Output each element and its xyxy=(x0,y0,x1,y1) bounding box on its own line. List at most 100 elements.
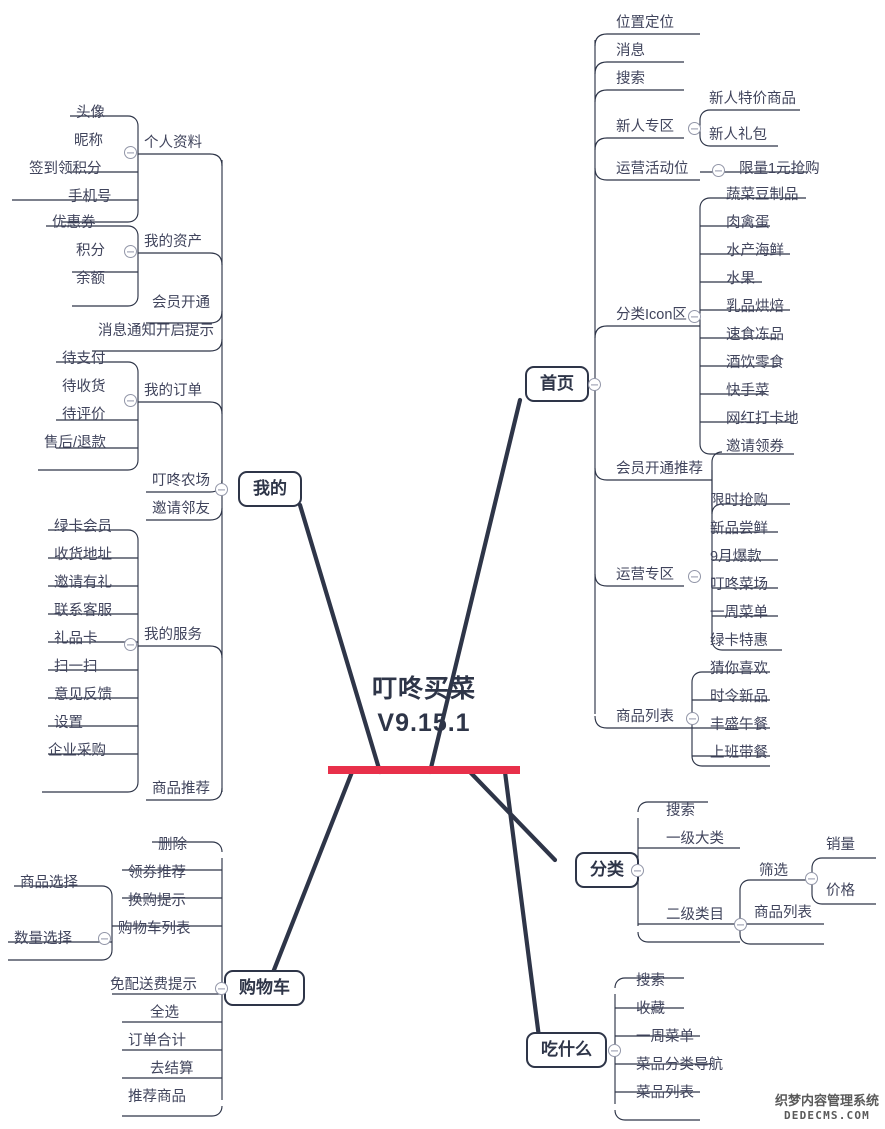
home-icon-child-0[interactable]: 蔬菜豆制品 xyxy=(722,188,803,206)
toggle-mine[interactable] xyxy=(215,483,228,496)
cart-child-5[interactable]: 全选 xyxy=(146,1006,183,1024)
cart-child-2[interactable]: 换购提示 xyxy=(124,894,190,912)
category-sub-child-1[interactable]: 商品列表 xyxy=(750,906,816,924)
toggle-mine-orders[interactable] xyxy=(124,394,137,407)
toggle-home-icon-zone[interactable] xyxy=(688,310,701,323)
mine-child-0[interactable]: 个人资料 xyxy=(140,136,206,154)
eat-child-0[interactable]: 搜索 xyxy=(632,974,669,992)
mine-child-2[interactable]: 会员开通 xyxy=(148,296,214,314)
cart-list-child-1[interactable]: 数量选择 xyxy=(10,932,76,950)
cart-child-7[interactable]: 去结算 xyxy=(146,1062,198,1080)
mine-services-child-0[interactable]: 绿卡会员 xyxy=(50,520,116,538)
toggle-home-newcomer[interactable] xyxy=(688,122,701,135)
topic-home[interactable]: 首页 xyxy=(525,366,589,402)
home-icon-child-3[interactable]: 水果 xyxy=(722,272,759,290)
home-child-3[interactable]: 新人专区 xyxy=(612,120,678,138)
mine-assets-child-2[interactable]: 余额 xyxy=(72,272,109,290)
mine-child-5[interactable]: 叮咚农场 xyxy=(148,474,214,492)
mine-assets-child-1[interactable]: 积分 xyxy=(72,244,109,262)
topic-mine[interactable]: 我的 xyxy=(238,471,302,507)
home-child-5[interactable]: 分类Icon区 xyxy=(612,308,691,326)
home-ops-child-0[interactable]: 限时抢购 xyxy=(706,494,772,512)
mine-services-child-1[interactable]: 收货地址 xyxy=(50,548,116,566)
mine-child-8[interactable]: 商品推荐 xyxy=(148,782,214,800)
toggle-category-sub[interactable] xyxy=(734,918,747,931)
mine-assets-child-0[interactable]: 优惠券 xyxy=(48,216,100,234)
home-icon-child-8[interactable]: 网红打卡地 xyxy=(722,412,803,430)
cart-list-child-0[interactable]: 商品选择 xyxy=(16,876,82,894)
category-child-0[interactable]: 搜索 xyxy=(662,804,699,822)
home-icon-child-5[interactable]: 速食冻品 xyxy=(722,328,788,346)
cart-child-0[interactable]: 删除 xyxy=(154,838,191,856)
toggle-mine-profile[interactable] xyxy=(124,146,137,159)
home-newcomer-child-1[interactable]: 新人礼包 xyxy=(705,128,771,146)
toggle-category[interactable] xyxy=(631,864,644,877)
mine-orders-child-2[interactable]: 待评价 xyxy=(58,408,110,426)
eat-child-2[interactable]: 一周菜单 xyxy=(632,1030,698,1048)
toggle-home-ops-zone[interactable] xyxy=(688,570,701,583)
cart-child-8[interactable]: 推荐商品 xyxy=(124,1090,190,1108)
mine-orders-child-3[interactable]: 售后/退款 xyxy=(40,436,110,454)
mine-services-child-6[interactable]: 意见反馈 xyxy=(50,688,116,706)
topic-eat[interactable]: 吃什么 xyxy=(526,1032,607,1068)
mine-profile-child-3[interactable]: 手机号 xyxy=(64,190,116,208)
mine-child-6[interactable]: 邀请邻友 xyxy=(148,502,214,520)
cart-child-1[interactable]: 领券推荐 xyxy=(124,866,190,884)
toggle-category-filter[interactable] xyxy=(805,872,818,885)
mine-child-3[interactable]: 消息通知开启提示 xyxy=(94,324,218,342)
home-list-child-3[interactable]: 上班带餐 xyxy=(706,746,772,764)
topic-cart[interactable]: 购物车 xyxy=(224,970,305,1006)
home-icon-child-7[interactable]: 快手菜 xyxy=(722,384,774,402)
cart-child-6[interactable]: 订单合计 xyxy=(124,1034,190,1052)
toggle-mine-assets[interactable] xyxy=(124,245,137,258)
category-child-2[interactable]: 二级类目 xyxy=(662,908,728,926)
category-filter-child-1[interactable]: 价格 xyxy=(822,884,859,902)
mine-services-child-4[interactable]: 礼品卡 xyxy=(50,632,102,650)
eat-child-4[interactable]: 菜品列表 xyxy=(632,1086,698,1104)
home-icon-child-9[interactable]: 邀请领券 xyxy=(722,440,788,458)
home-icon-child-2[interactable]: 水产海鲜 xyxy=(722,244,788,262)
toggle-cart[interactable] xyxy=(215,982,228,995)
home-ops-child-3[interactable]: 叮咚菜场 xyxy=(706,578,772,596)
category-sub-child-0[interactable]: 筛选 xyxy=(755,864,792,882)
home-icon-child-6[interactable]: 酒饮零食 xyxy=(722,356,788,374)
home-child-8[interactable]: 商品列表 xyxy=(612,710,678,728)
home-child-4[interactable]: 运营活动位 xyxy=(612,162,693,180)
toggle-home[interactable] xyxy=(588,378,601,391)
home-ops-child-1[interactable]: 新品尝鲜 xyxy=(706,522,772,540)
home-list-child-0[interactable]: 猜你喜欢 xyxy=(706,662,772,680)
mine-profile-child-0[interactable]: 头像 xyxy=(72,106,109,124)
eat-child-1[interactable]: 收藏 xyxy=(632,1002,669,1020)
home-activity-child-0[interactable]: 限量1元抢购 xyxy=(735,162,824,180)
cart-child-3[interactable]: 购物车列表 xyxy=(114,922,195,940)
home-child-6[interactable]: 会员开通推荐 xyxy=(612,462,707,480)
home-newcomer-child-0[interactable]: 新人特价商品 xyxy=(705,92,800,110)
mine-child-4[interactable]: 我的订单 xyxy=(140,384,206,402)
mine-services-child-3[interactable]: 联系客服 xyxy=(50,604,116,622)
mine-orders-child-0[interactable]: 待支付 xyxy=(58,352,110,370)
category-child-1[interactable]: 一级大类 xyxy=(662,832,728,850)
toggle-home-activity[interactable] xyxy=(712,164,725,177)
home-child-0[interactable]: 位置定位 xyxy=(612,16,678,34)
home-ops-child-5[interactable]: 绿卡特惠 xyxy=(706,634,772,652)
mine-profile-child-1[interactable]: 昵称 xyxy=(70,134,107,152)
toggle-home-product-list[interactable] xyxy=(686,712,699,725)
mine-services-child-2[interactable]: 邀请有礼 xyxy=(50,576,116,594)
category-filter-child-0[interactable]: 销量 xyxy=(822,838,859,856)
mine-services-child-8[interactable]: 企业采购 xyxy=(44,744,110,762)
home-icon-child-1[interactable]: 肉禽蛋 xyxy=(722,216,774,234)
home-child-2[interactable]: 搜索 xyxy=(612,72,649,90)
mine-child-7[interactable]: 我的服务 xyxy=(140,628,206,646)
home-list-child-1[interactable]: 时令新品 xyxy=(706,690,772,708)
eat-child-3[interactable]: 菜品分类导航 xyxy=(632,1058,727,1076)
root-node[interactable]: 叮咚买菜 V9.15.1 xyxy=(338,677,510,736)
home-ops-child-4[interactable]: 一周菜单 xyxy=(706,606,772,624)
mine-services-child-7[interactable]: 设置 xyxy=(50,716,87,734)
mine-profile-child-2[interactable]: 签到领积分 xyxy=(25,162,106,180)
home-list-child-2[interactable]: 丰盛午餐 xyxy=(706,718,772,736)
home-ops-child-2[interactable]: 9月爆款 xyxy=(706,550,766,568)
toggle-eat[interactable] xyxy=(608,1044,621,1057)
home-child-1[interactable]: 消息 xyxy=(612,44,649,62)
mine-services-child-5[interactable]: 扫一扫 xyxy=(50,660,102,678)
toggle-mine-services[interactable] xyxy=(124,638,137,651)
